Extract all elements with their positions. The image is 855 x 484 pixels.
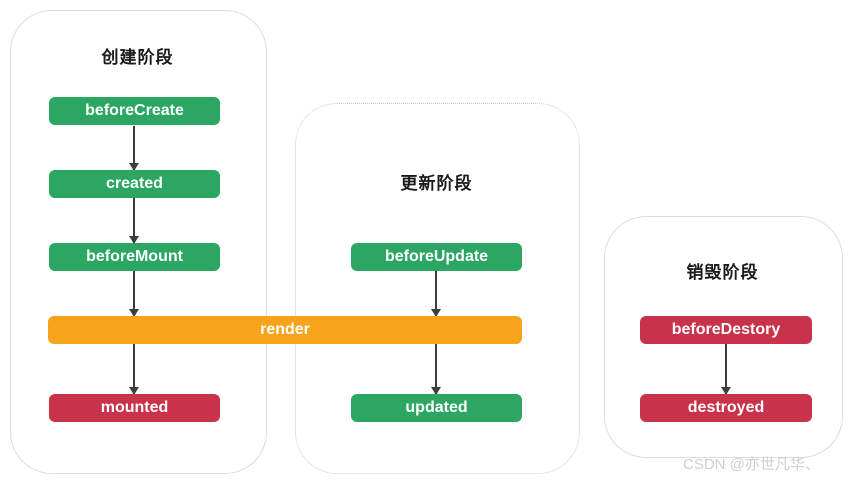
arrow-render-to-mounted: [133, 344, 135, 394]
arrow-beforeupdate-to-render: [435, 271, 437, 316]
node-mounted: mounted: [49, 394, 220, 422]
create-phase-title: 创建阶段: [101, 48, 174, 67]
node-destroyed: destroyed: [640, 394, 812, 422]
node-beforemount: beforeMount: [49, 243, 220, 271]
node-updated: updated: [351, 394, 522, 422]
arrow-beforemount-to-render: [133, 271, 135, 316]
arrow-created-to-beforemount: [133, 198, 135, 243]
destroy-phase-title: 销毁阶段: [686, 263, 759, 282]
csdn-watermark: CSDN @亦世凡华、: [683, 456, 820, 473]
arrow-render-to-updated: [435, 344, 437, 394]
node-created: created: [49, 170, 220, 198]
node-beforedestory: beforeDestory: [640, 316, 812, 344]
node-beforeupdate: beforeUpdate: [351, 243, 522, 271]
node-render-bar: render: [48, 316, 522, 344]
node-beforecreate: beforeCreate: [49, 97, 220, 125]
update-phase-title: 更新阶段: [400, 174, 473, 193]
arrow-beforedestory-to-destroyed: [725, 344, 727, 394]
arrow-beforecreate-to-created: [133, 126, 135, 170]
